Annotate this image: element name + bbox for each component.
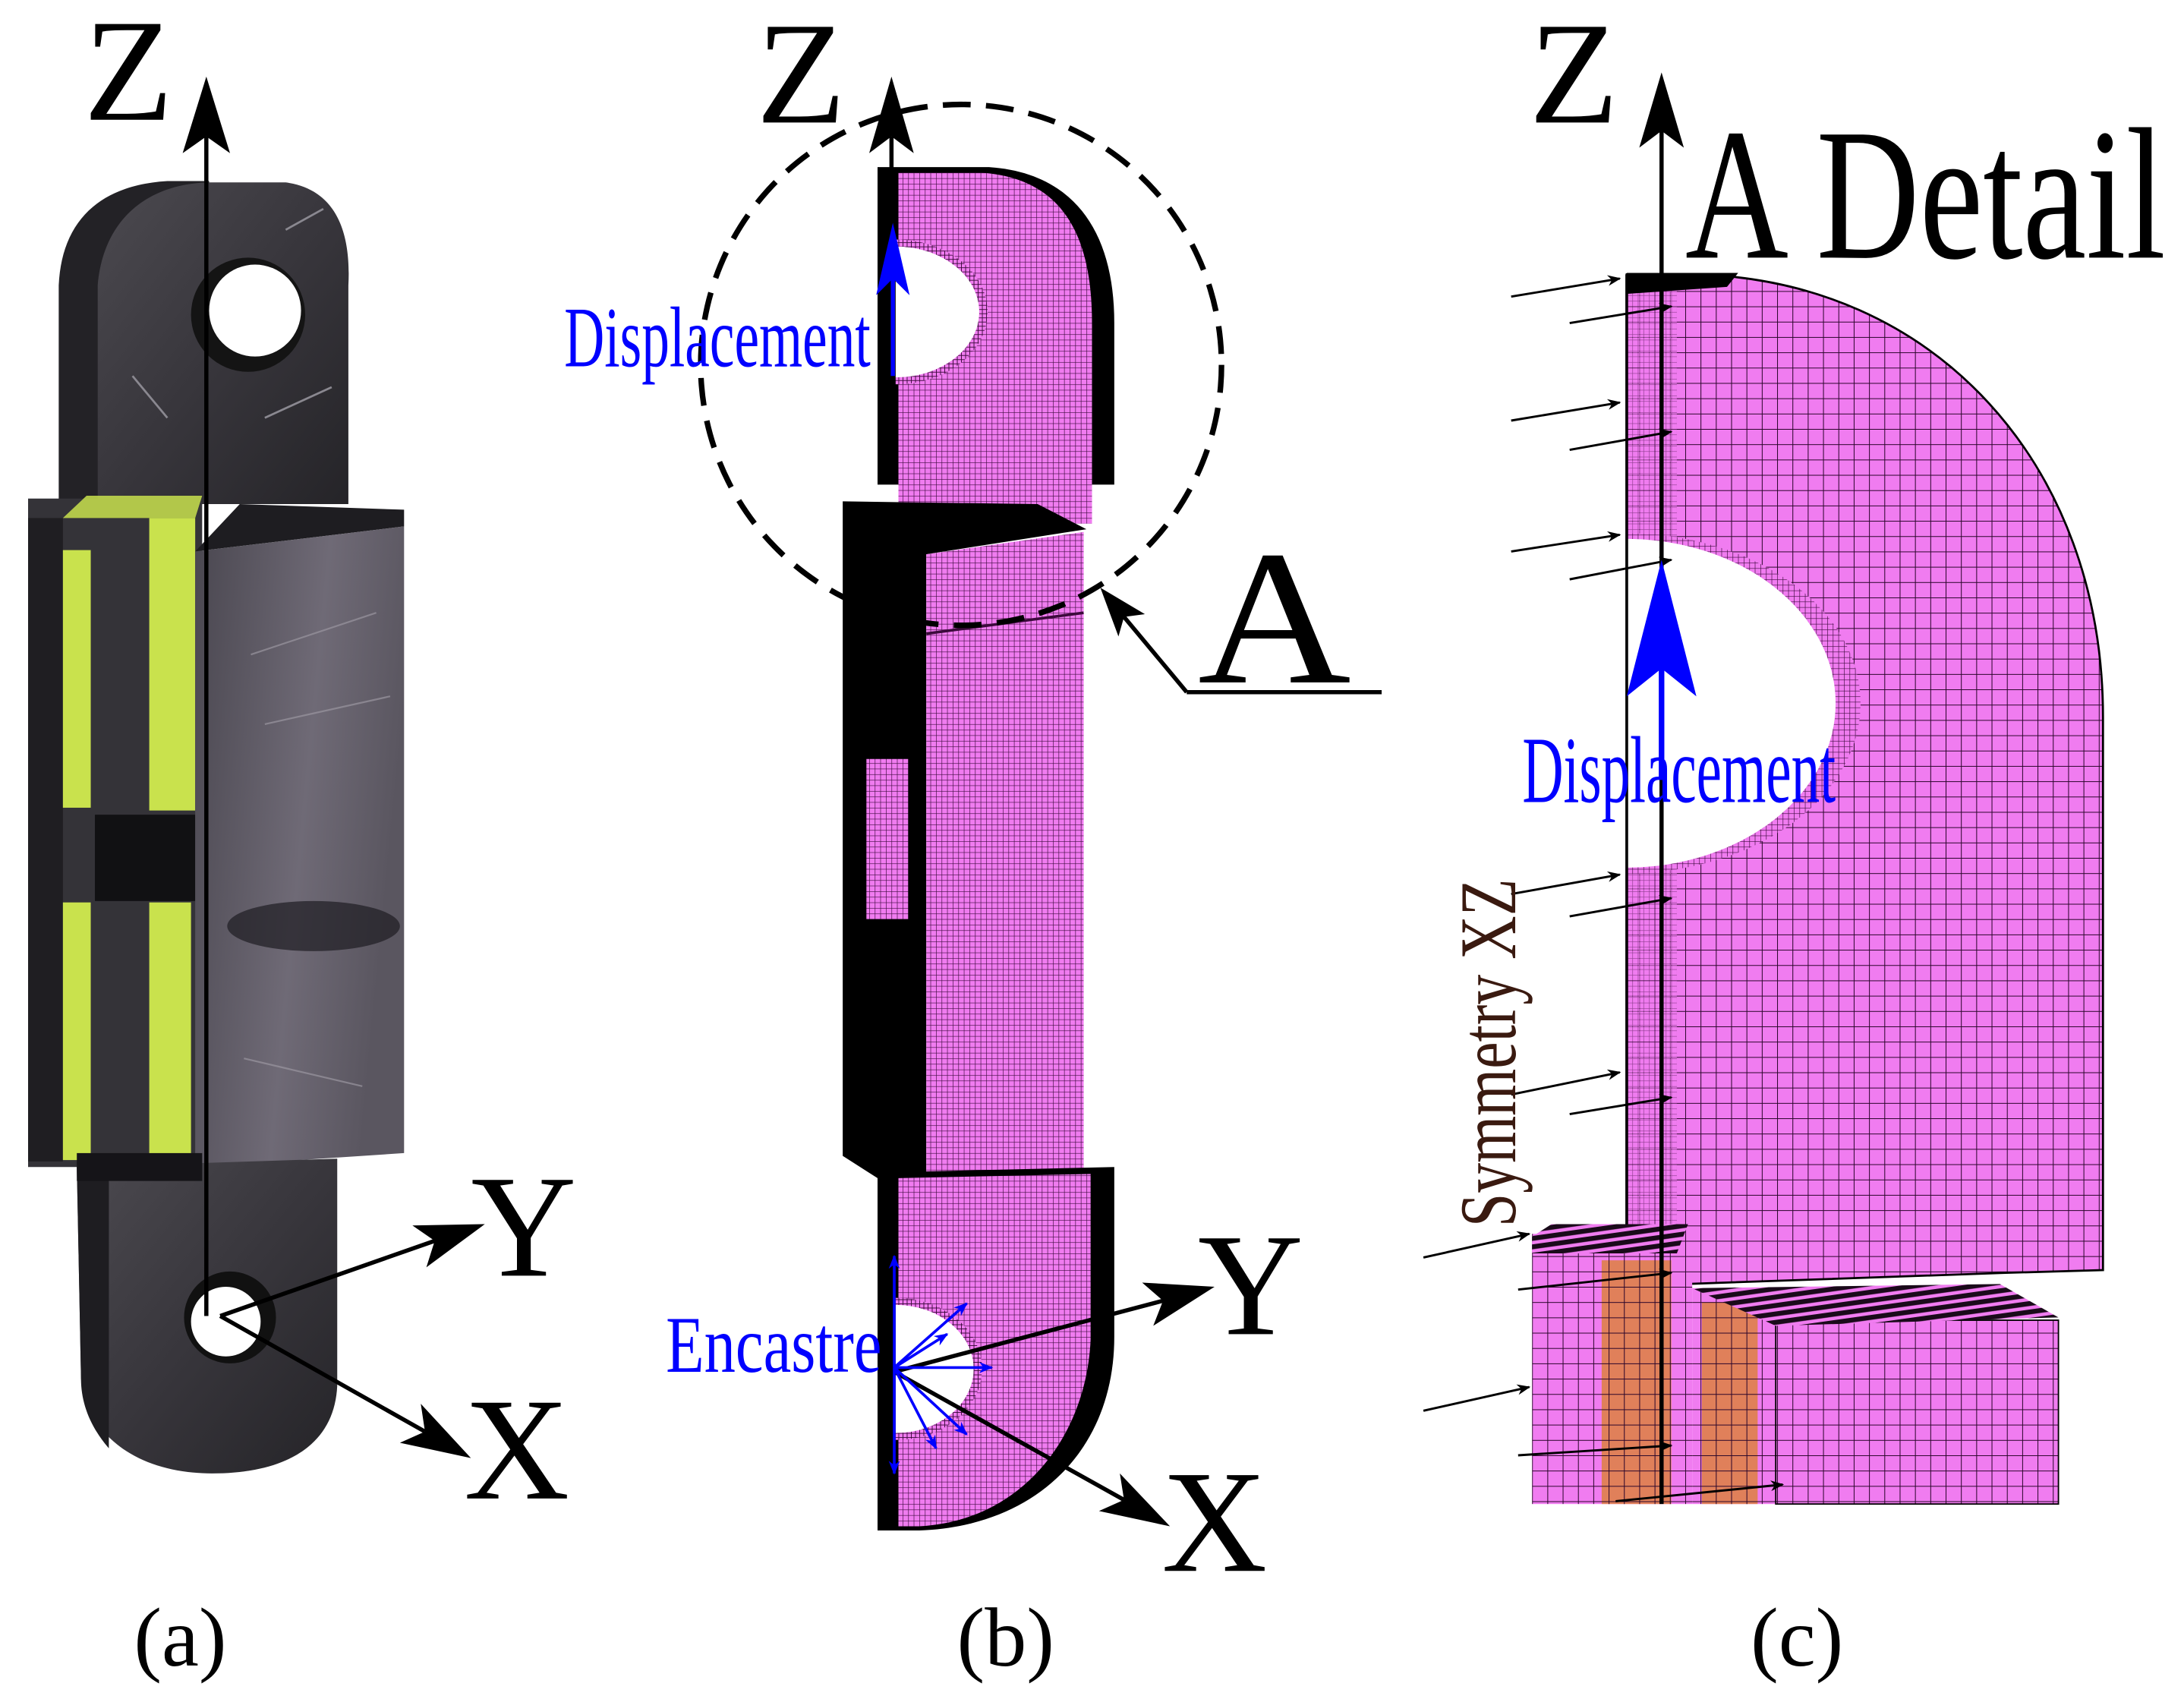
detail-model [1532, 273, 2104, 1505]
encastre-arrow [893, 1332, 949, 1369]
symmetry-arrow [1511, 531, 1621, 553]
symmetry-arrow [1423, 1231, 1531, 1259]
detail-leader [1100, 588, 1382, 695]
y-axis-arrowhead [1142, 1282, 1215, 1326]
symmetry-arrow [1569, 895, 1673, 918]
displacement-bc-c [1626, 560, 1697, 780]
symmetry-arrow [1423, 1384, 1531, 1412]
tab-quarter-mesh [1625, 273, 2104, 1285]
lower-left-top-face [1532, 1224, 1688, 1253]
block-scratch [244, 612, 391, 1087]
encastre-arrow [893, 1366, 938, 1450]
block-side-black [843, 501, 1087, 1178]
adhesive-strip [62, 902, 91, 1161]
bottom-tab-side [77, 1167, 109, 1448]
encastre-arrow [893, 1366, 968, 1436]
lower-right-block [1775, 1319, 2060, 1505]
z-axis-arrowhead [1639, 72, 1684, 148]
symmetry-arrow [1517, 1441, 1673, 1457]
axes-a [182, 76, 485, 1458]
z-axis-label: Z [1530, 0, 1619, 154]
x-axis-line [219, 1314, 427, 1434]
bottom-tab-mesh [898, 1174, 1091, 1527]
symmetry-arrow [1615, 1480, 1785, 1502]
assembly-side-face [27, 518, 63, 1162]
axes-c [1639, 72, 1684, 1505]
lower-right-top-face [1692, 1284, 2059, 1326]
hole [1626, 538, 1836, 868]
y-axis-line [893, 1298, 1164, 1374]
detail-marker-label: A [1198, 511, 1351, 724]
panel-a: Z Y X (a) [27, 0, 576, 1684]
x-axis-label: X [1161, 1440, 1267, 1603]
detail-leader-line [1122, 615, 1189, 694]
adhesive-strip [149, 518, 196, 811]
detail-title: A Detail [1685, 90, 2166, 298]
symmetry-arrows [1423, 275, 1785, 1502]
top-tab-scratch [131, 207, 332, 419]
panel-label-b: (b) [957, 1591, 1054, 1684]
encastre-label: Encastre [666, 1300, 881, 1390]
y-axis-label: Y [471, 1145, 576, 1307]
symmetry-arrow [1511, 275, 1621, 298]
axes-b [868, 76, 1215, 1527]
top-hole [209, 264, 301, 357]
y-axis-line [219, 1238, 436, 1319]
detail-leader-arrowhead [1100, 588, 1146, 637]
adhesive-top [62, 496, 203, 519]
insert-strip [1701, 1302, 1758, 1505]
displacement-arrowhead [876, 222, 910, 295]
z-axis-label: Z [84, 0, 173, 152]
symmetry-arrow [1569, 1094, 1673, 1115]
displacement-label: Displacement [564, 289, 871, 385]
block-reflection [227, 900, 400, 951]
symmetry-arrow [1511, 399, 1621, 422]
x-axis-arrowhead [1098, 1473, 1171, 1527]
right-block-face [195, 526, 405, 1168]
fe-model [843, 167, 1114, 1531]
adhesive-strip [62, 550, 91, 808]
bottom-hole [191, 1287, 261, 1357]
panel-label-c: (c) [1751, 1591, 1843, 1684]
y-axis-label: Y [1198, 1203, 1303, 1366]
x-axis-line [893, 1370, 1126, 1502]
assembly-bottom-edge [77, 1152, 203, 1181]
adhesive-strip [149, 902, 191, 1165]
panel-c: Z A Detail Displacement Symmetry XZ (c) [1423, 0, 2166, 1684]
overlap-gap [95, 815, 196, 901]
panel-b: Z Y X Displacement Encastre A (b) [564, 0, 1382, 1684]
displacement-bc-b [876, 222, 910, 377]
encastre-bc [888, 1254, 994, 1475]
x-axis-arrowhead [399, 1404, 471, 1458]
x-axis-label: X [464, 1368, 569, 1530]
right-block-top [195, 504, 405, 552]
symmetry-arrow [1517, 1269, 1673, 1291]
symmetry-label: Symmetry XZ [1444, 879, 1533, 1228]
symmetry-arrow [1569, 428, 1673, 451]
panel-label-a: (a) [134, 1591, 226, 1684]
block-inner-mesh [866, 758, 909, 919]
symmetry-arrow [1511, 1069, 1621, 1096]
block-face-mesh [926, 531, 1084, 1173]
tab-top-edge [1626, 273, 1738, 295]
specimen-photo [27, 181, 405, 1474]
displacement-label: Displacement [1522, 718, 1836, 823]
top-hole [895, 246, 979, 378]
symmetry-arrow [1511, 871, 1621, 896]
z-axis-arrowhead [182, 76, 230, 153]
z-axis-arrowhead [868, 76, 914, 153]
symmetry-arrow [1569, 556, 1673, 581]
symmetry-arrow [1569, 303, 1673, 325]
z-axis-label: Z [756, 0, 846, 154]
y-axis-arrowhead [412, 1224, 485, 1268]
encastre-arrow [893, 1302, 968, 1369]
displacement-arrowhead [1626, 560, 1697, 697]
detail-circle [698, 101, 1224, 629]
